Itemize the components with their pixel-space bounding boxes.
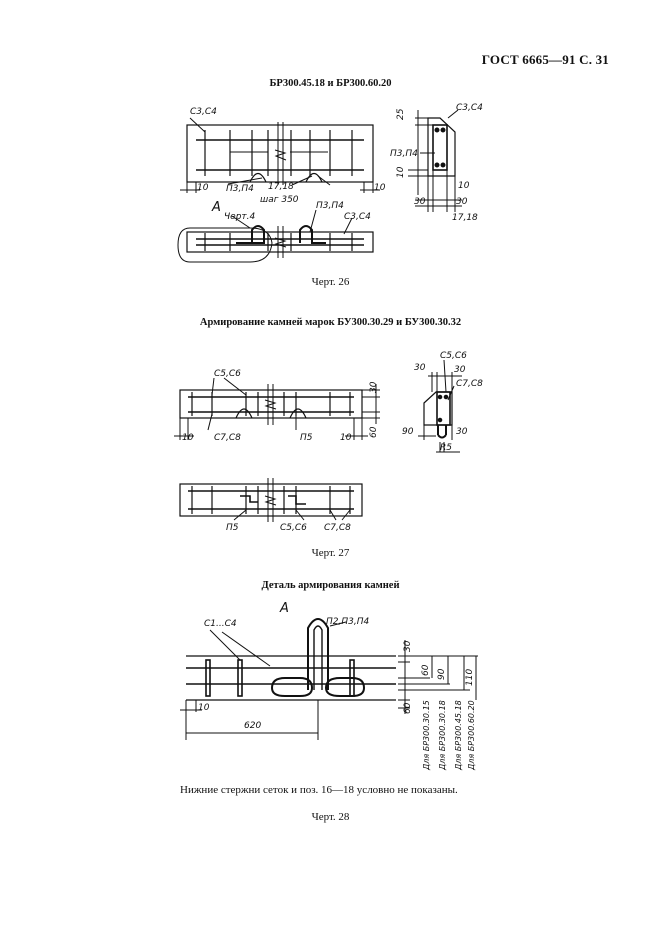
label-step: шаг 350 [260,195,299,205]
sec-label-r5: R5 [440,443,452,453]
label-cher4: Черт.4 [224,212,256,222]
plan-label-c5c6: С5,С6 [280,523,307,533]
dim-10-right-27: 10 [340,433,352,443]
caption-cher28: Черт. 28 [311,811,350,823]
section1-title: БР300.45.18 и БР300.60.20 [269,78,392,89]
dim-10-right: 10 [374,183,386,193]
cher26-elevation [180,117,380,193]
sec-dim-10a: 10 [396,166,406,178]
cher27-plan [179,478,363,522]
dim-620: 620 [244,721,261,731]
label-p3p4: П3,П4 [226,184,254,194]
sec-label-17-18: 17,18 [452,213,478,223]
note-text: Нижние стержни сеток и поз. 16—18 условн… [180,784,458,796]
section2-title: Армирование камней марок БУ300.30.29 и Б… [199,317,462,328]
dim-30-28: 30 [403,640,413,652]
sec-label-c3c4: С3,С4 [456,103,483,113]
sec-dim-30-top: 30 [414,363,426,373]
label-17-18: 17,18 [268,182,294,192]
view-a-28: А [279,601,289,616]
dim-10-left-27: 10 [182,433,194,443]
standard-header: ГОСТ 6665—91 С. 31 [481,52,609,67]
dim-10-left: 10 [197,183,209,193]
sec-dim-30b: 30 [456,197,468,207]
sec-dim-30b: 30 [454,365,466,375]
label-c3c4-detail: С3,С4 [344,212,371,222]
for-br300-30-18: Для БР300.30.18 [438,700,447,771]
sec-label-c7c8: С7,С8 [456,379,483,389]
dim-60-left-28: 60 [403,702,413,714]
dim-10-28: 10 [198,703,210,713]
plan-label-p5: П5 [226,523,239,533]
plan-label-c7c8: С7,С8 [324,523,351,533]
label-c3c4: С3,С4 [190,107,217,117]
cher26-cross-section [408,109,462,212]
view-a-label: А [211,200,221,215]
sec-dim-30c: 30 [456,427,468,437]
label-p2p3p4: П2,П3,П4 [326,617,369,627]
section3-title: Деталь армирования камней [261,580,400,591]
cher26-plan-detail [177,209,374,263]
cher28-labels: А С1...С4 П2,П3,П4 10 620 30 60 60 90 11… [198,601,476,771]
sec-label-p3p4: П3,П4 [390,149,418,159]
caption-cher26: Черт. 26 [311,276,350,288]
cher27-elevation [174,377,380,440]
cher28-detail [180,618,478,740]
dim-110-28: 110 [465,669,475,686]
label-c1c4: С1...С4 [204,619,237,629]
cher27-cross-section [418,359,462,453]
for-br300-60-20: Для БР300.60.20 [467,700,476,771]
sec-dim-10b: 10 [458,181,470,191]
cher26-labels: С3,С4 П3,П4 17,18 шаг 350 10 10 А Черт.4… [190,103,483,223]
label-c5c6: С5,С6 [214,369,241,379]
dim-30-27: 30 [369,381,379,393]
sec-dim-25: 25 [396,108,406,120]
cher27-labels: С5,С6 С7,С8 П5 10 10 30 60 30 С5,С6 30 С… [182,351,483,533]
dim-60-28: 60 [421,664,431,676]
caption-cher27: Черт. 27 [311,547,350,559]
dim-90-28: 90 [437,668,447,680]
sec-dim-30a: 30 [414,197,426,207]
label-p3p4-detail: П3,П4 [316,201,344,211]
label-p5: П5 [300,433,313,443]
for-br300-30-15: Для БР300.30.15 [422,700,431,771]
for-br300-45-18: Для БР300.45.18 [454,700,463,771]
label-c7c8: С7,С8 [214,433,241,443]
sec-label-c5c6: С5,С6 [440,351,467,361]
dim-60-27: 60 [369,426,379,438]
sec-dim-90: 90 [402,427,414,437]
